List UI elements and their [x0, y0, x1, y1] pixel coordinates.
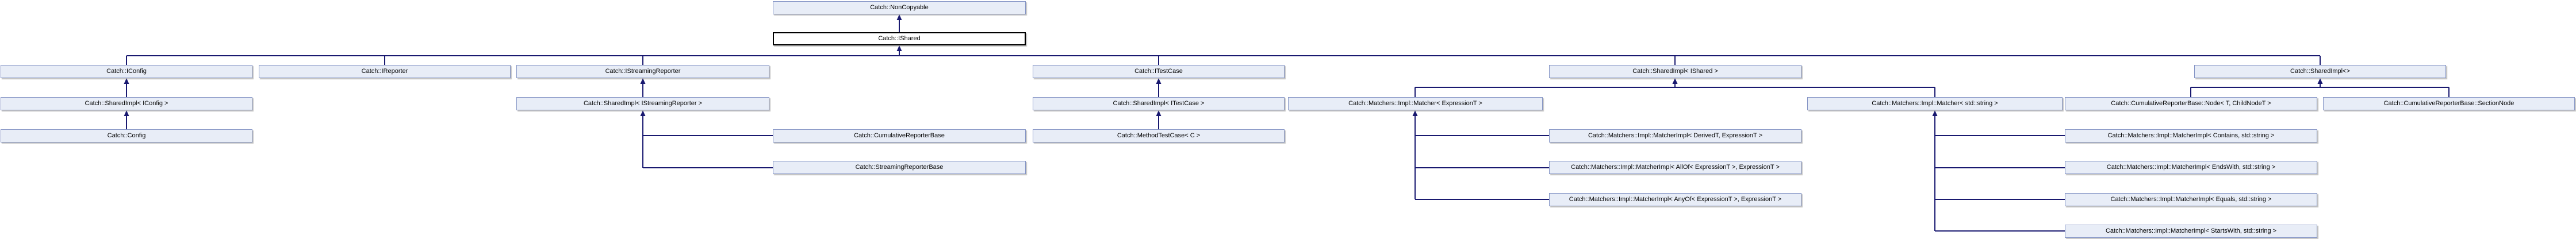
class-node-catch-ireporter[interactable]: Catch::IReporter: [259, 65, 511, 78]
arrowhead-icon: [124, 110, 129, 116]
class-node-catch-sharedimpl-iconfig[interactable]: Catch::SharedImpl< IConfig >: [1, 97, 252, 110]
class-node-catch-cumulativereporterbase[interactable]: Catch::CumulativeReporterBase: [773, 129, 1026, 142]
class-node-catch-sharedimpl-ishared[interactable]: Catch::SharedImpl< IShared >: [1549, 65, 1801, 78]
arrowhead-icon: [896, 14, 902, 20]
arrowhead-icon: [1672, 78, 1678, 84]
arrowhead-icon: [124, 78, 129, 84]
arrowhead-icon: [896, 45, 902, 51]
class-node-catch-config[interactable]: Catch::Config: [1, 129, 252, 142]
arrowhead-icon: [640, 110, 646, 116]
class-node-catch-istreamingreporter[interactable]: Catch::IStreamingReporter: [516, 65, 769, 78]
class-node-catch-matcher-expressiont[interactable]: Catch::Matchers::Impl::Matcher< Expressi…: [1288, 97, 1543, 110]
arrowhead-icon: [1156, 78, 1162, 84]
class-node-catch-matcherimpl-startswith[interactable]: Catch::Matchers::Impl::MatcherImpl< Star…: [2065, 225, 2317, 238]
arrowhead-icon: [1156, 110, 1162, 116]
class-node-catch-matcher-std-string[interactable]: Catch::Matchers::Impl::Matcher< std::str…: [1807, 97, 2063, 110]
class-node-catch-ishared: Catch::IShared: [773, 32, 1026, 45]
arrowhead-icon: [1412, 110, 1418, 116]
class-node-catch-noncopyable[interactable]: Catch::NonCopyable: [773, 1, 1026, 14]
arrowhead-icon: [640, 78, 646, 84]
class-node-catch-sharedimpl-istreamingreporter[interactable]: Catch::SharedImpl< IStreamingReporter >: [516, 97, 769, 110]
class-node-catch-matcherimpl-anyof[interactable]: Catch::Matchers::Impl::MatcherImpl< AnyO…: [1549, 193, 1801, 206]
class-node-catch-matcherimpl-allof[interactable]: Catch::Matchers::Impl::MatcherImpl< AllO…: [1549, 161, 1801, 174]
arrowhead-icon: [1932, 110, 1938, 116]
class-node-catch-iconfig[interactable]: Catch::IConfig: [1, 65, 252, 78]
class-node-catch-matcherimpl-derivedt[interactable]: Catch::Matchers::Impl::MatcherImpl< Deri…: [1549, 129, 1801, 142]
class-node-catch-sharedimpl-default[interactable]: Catch::SharedImpl<>: [2194, 65, 2446, 78]
class-node-catch-matcherimpl-equals[interactable]: Catch::Matchers::Impl::MatcherImpl< Equa…: [2065, 193, 2317, 206]
class-node-catch-matcherimpl-endswith[interactable]: Catch::Matchers::Impl::MatcherImpl< Ends…: [2065, 161, 2317, 174]
class-node-catch-cumulativereporterbase-node[interactable]: Catch::CumulativeReporterBase::Node< T, …: [2065, 97, 2317, 110]
class-node-catch-itestcase[interactable]: Catch::ITestCase: [1033, 65, 1285, 78]
class-node-catch-streamingreporterbase[interactable]: Catch::StreamingReporterBase: [773, 161, 1026, 174]
class-node-catch-methodtestcase[interactable]: Catch::MethodTestCase< C >: [1033, 129, 1285, 142]
class-node-catch-matcherimpl-contains[interactable]: Catch::Matchers::Impl::MatcherImpl< Cont…: [2065, 129, 2317, 142]
arrowhead-icon: [2317, 78, 2323, 84]
class-node-catch-cumulativereporterbase-sectionnode[interactable]: Catch::CumulativeReporterBase::SectionNo…: [2323, 97, 2575, 110]
class-node-catch-sharedimpl-itestcase[interactable]: Catch::SharedImpl< ITestCase >: [1033, 97, 1285, 110]
